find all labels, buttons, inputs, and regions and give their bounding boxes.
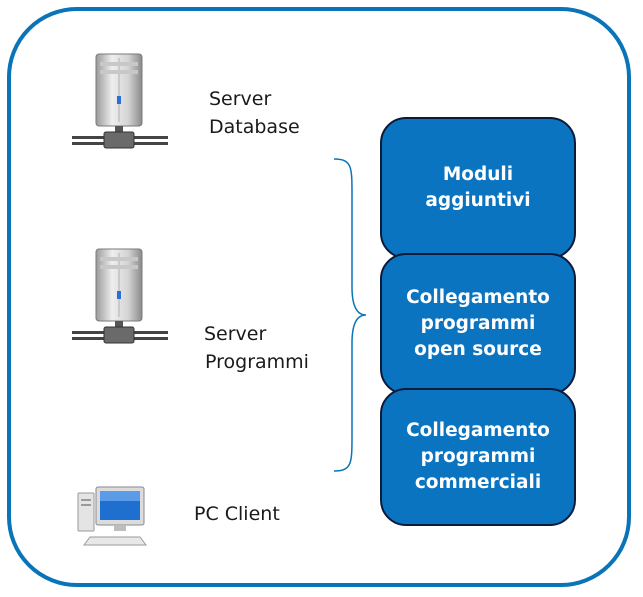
module-text-line: open source [414, 339, 542, 360]
server-database-label-line-1: Server [209, 88, 272, 110]
server-programs-label-line-1: Server [204, 323, 267, 345]
module-text-line: commerciali [414, 472, 542, 493]
module-text-line: Collegamento [406, 287, 550, 308]
server-database-label-line-2: Database [209, 116, 300, 138]
module-text-line: programmi [420, 446, 536, 467]
module-text-line: Moduli [442, 164, 514, 185]
server-programs-label: Server Programmi [204, 320, 309, 376]
module-text-line: aggiuntivi [425, 190, 531, 211]
module-box-open-source: Collegamento programmi open source [380, 253, 576, 395]
module-box-commercial: Collegamento programmi commerciali [380, 388, 576, 526]
module-text-line: Collegamento [406, 420, 550, 441]
server-tower-icon [72, 248, 168, 344]
server-database-label: Server Database [209, 85, 300, 141]
module-box-additional-modules: Moduli aggiuntivi [380, 117, 576, 259]
server-programs-label-line-2: Programmi [205, 351, 309, 373]
desktop-computer-icon [77, 486, 147, 546]
pc-client-label: PC Client [194, 503, 280, 525]
right-brace [333, 158, 367, 472]
server-tower-icon [72, 53, 168, 149]
module-text-line: programmi [420, 313, 536, 334]
diagram-frame [7, 7, 631, 587]
